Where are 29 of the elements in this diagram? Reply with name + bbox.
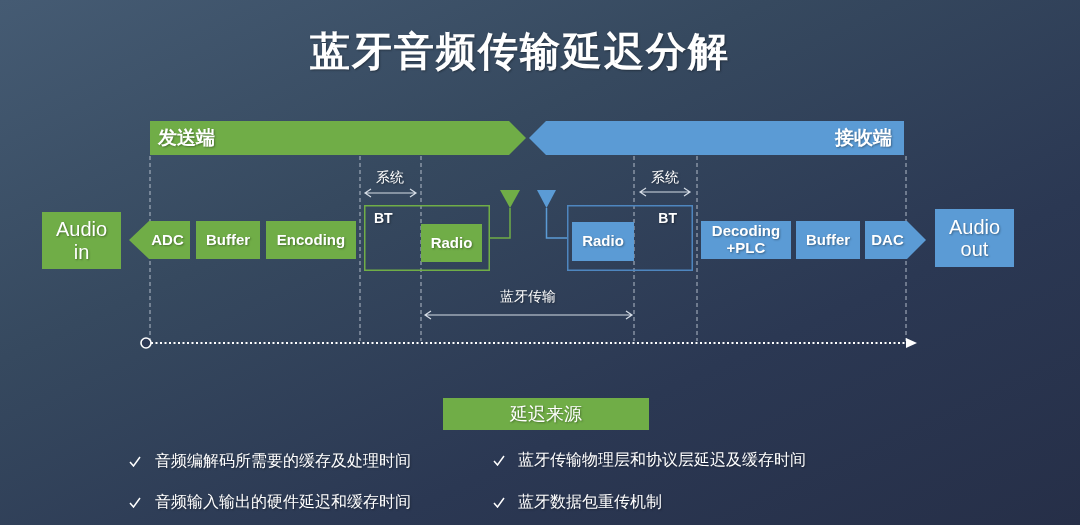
bt-outline-box: [364, 205, 490, 271]
connector-line: [545, 207, 568, 239]
box-title: BT: [374, 211, 393, 227]
list-item-text: 音频编解码所需要的缓存及处理时间: [155, 451, 411, 471]
list-item-text: 蓝牙数据包重传机制: [518, 492, 662, 512]
list-item-text: 蓝牙传输物理层和协议层延迟及缓存时间: [518, 450, 806, 470]
antenna-icon: [537, 190, 556, 208]
heading-box: 延迟来源: [443, 398, 649, 430]
process-box: Buffer: [796, 221, 860, 259]
left-arrow-box: ADC: [129, 221, 190, 259]
dimension-label: 系统: [651, 169, 679, 187]
process-box: Buffer: [196, 221, 260, 259]
radio-box: Radio: [421, 224, 482, 262]
antenna-icon: [500, 190, 520, 208]
right-arrow-banner: 发送端: [150, 121, 526, 155]
connector-line: [489, 207, 511, 239]
process-box: Encoding: [266, 221, 356, 259]
radio-box: Radio: [572, 222, 634, 261]
left-arrow-banner: 接收端: [529, 121, 904, 155]
dimension-label: 蓝牙传输: [500, 288, 556, 306]
process-box: Decoding +PLC: [701, 221, 791, 259]
dimension-label: 系统: [376, 169, 404, 187]
box-title: BT: [658, 211, 677, 227]
audio-output-box: Audio out: [935, 209, 1014, 267]
right-arrow-box: DAC: [865, 221, 926, 259]
slide-title: 蓝牙音频传输延迟分解: [310, 28, 730, 75]
audio-input-box: Audio in: [42, 212, 121, 269]
list-item-text: 音频输入输出的硬件延迟和缓存时间: [155, 492, 411, 512]
bt-outline-box: [567, 205, 693, 271]
